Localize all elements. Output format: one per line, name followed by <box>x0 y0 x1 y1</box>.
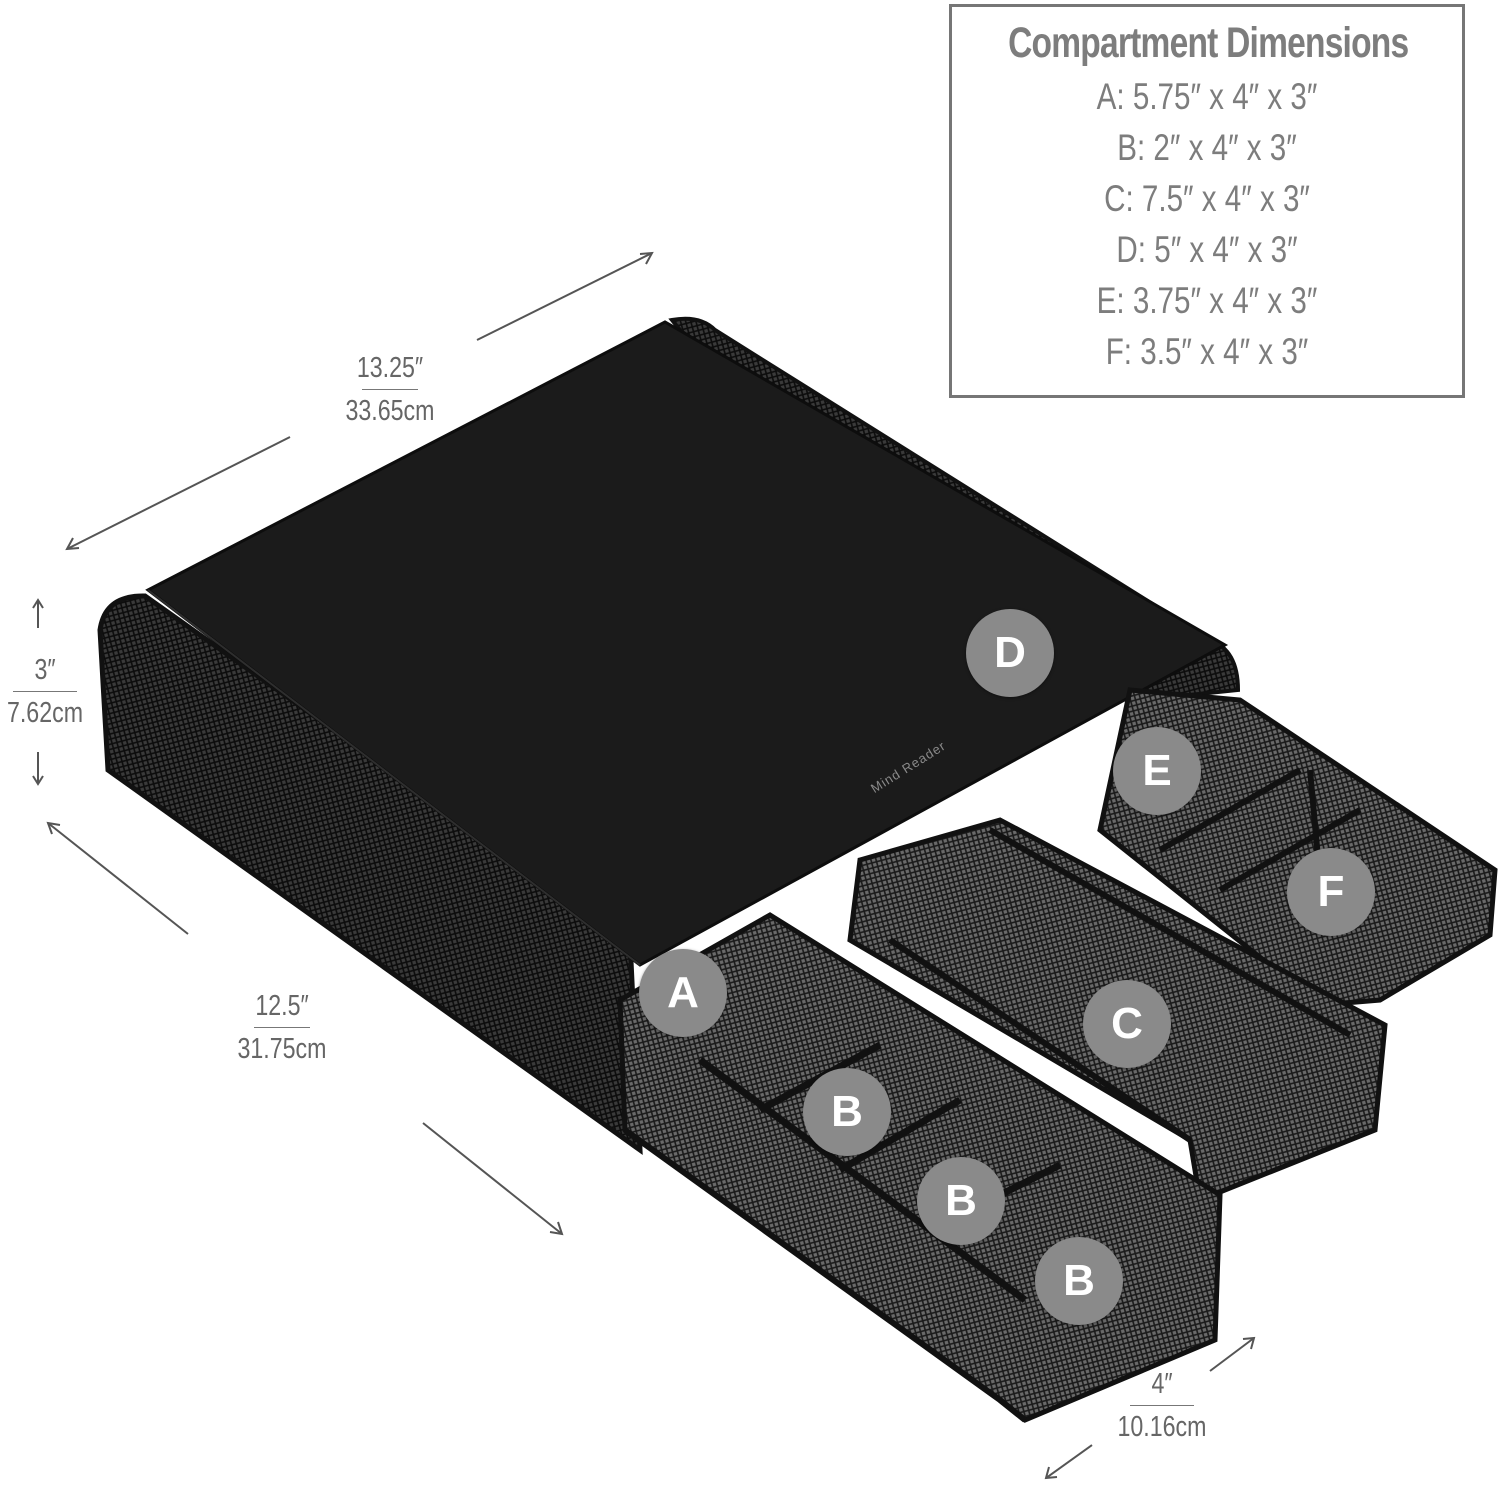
badge-b-1: B <box>803 1068 891 1156</box>
height-divider <box>13 691 77 692</box>
compartment-row-b: B: 2″ x 4″ x 3″ <box>1117 127 1297 168</box>
drawer-dimension-label: 4″ 10.16cm <box>1114 1366 1210 1445</box>
compartment-row-a: A: 5.75″ x 4″ x 3″ <box>1096 76 1318 117</box>
drawer-imperial: 4″ <box>1151 1368 1173 1400</box>
depth-dimension-label: 12.5″ 31.75cm <box>234 988 330 1067</box>
drawer-divider <box>1130 1405 1194 1406</box>
badge-a: A <box>639 949 727 1037</box>
badge-b-3: B <box>1035 1237 1123 1325</box>
height-dimension-label: 3″ 7.62cm <box>1 652 89 731</box>
compartment-dimensions-title: Compartment Dimensions <box>1008 19 1409 67</box>
badge-f: F <box>1287 848 1375 936</box>
compartment-dimensions-box: Compartment Dimensions A: 5.75″ x 4″ x 3… <box>949 4 1465 398</box>
width-dimension-label: 13.25″ 33.65cm <box>342 350 438 429</box>
depth-imperial: 12.5″ <box>255 990 309 1022</box>
compartment-row-e: E: 3.75″ x 4″ x 3″ <box>1096 280 1318 321</box>
badge-c: C <box>1083 980 1171 1068</box>
compartment-row-f: F: 3.5″ x 4″ x 3″ <box>1105 331 1309 372</box>
compartment-row-d: D: 5″ x 4″ x 3″ <box>1116 229 1298 270</box>
width-divider <box>362 389 418 390</box>
width-metric: 33.65cm <box>345 395 435 427</box>
badge-d: D <box>966 609 1054 697</box>
depth-divider <box>254 1027 310 1028</box>
height-metric: 7.62cm <box>6 697 84 729</box>
badge-b-2: B <box>917 1157 1005 1245</box>
badge-e: E <box>1113 727 1201 815</box>
drawer-metric: 10.16cm <box>1117 1411 1207 1443</box>
compartment-row-c: C: 7.5″ x 4″ x 3″ <box>1104 178 1310 219</box>
dimension-arrows <box>32 251 1256 1480</box>
depth-metric: 31.75cm <box>237 1033 327 1065</box>
width-imperial: 13.25″ <box>356 352 424 384</box>
height-imperial: 3″ <box>34 654 56 686</box>
